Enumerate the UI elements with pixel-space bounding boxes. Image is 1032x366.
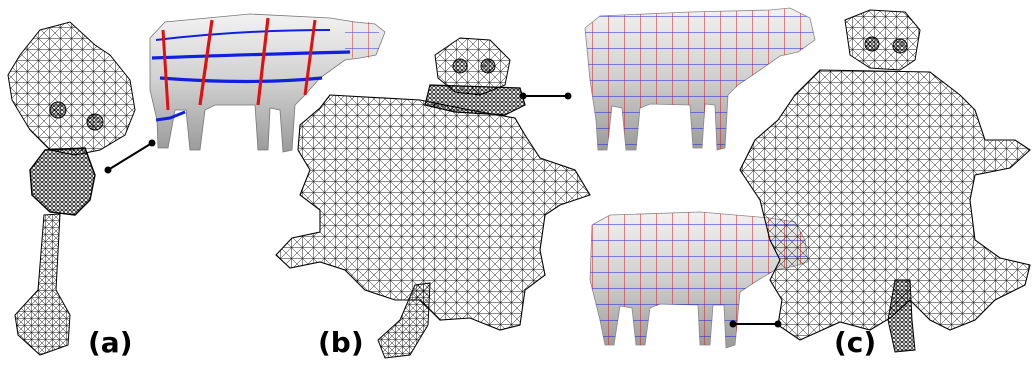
- panel-a-mesh: [8, 22, 156, 355]
- panel-b-mesh: [276, 38, 590, 358]
- panel-label-a: (a): [88, 326, 133, 359]
- panel-label-c: (c): [834, 326, 876, 359]
- panel-c-mesh: [740, 10, 1030, 352]
- panel-label-b: (b): [318, 326, 364, 359]
